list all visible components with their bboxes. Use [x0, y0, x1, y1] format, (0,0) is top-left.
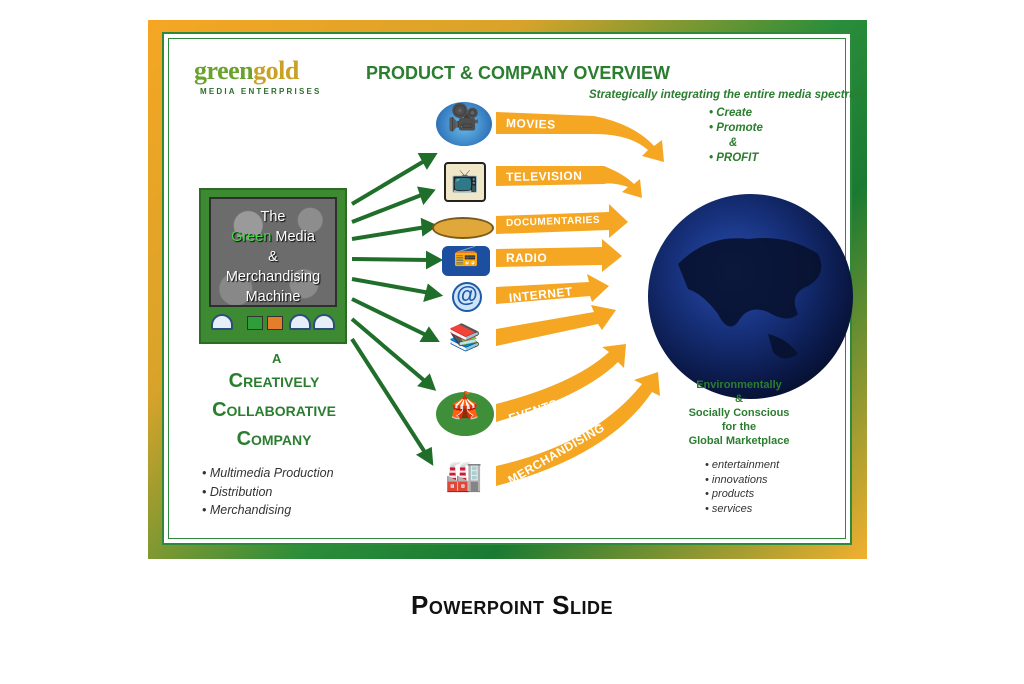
- connector-arrow: [351, 192, 425, 224]
- connector-arrow: [350, 337, 428, 456]
- goal-item: • PROFIT: [709, 152, 759, 164]
- media-flow-diagram: [350, 112, 664, 486]
- orange-arrow: [496, 239, 622, 272]
- machine-text-green: Green: [231, 229, 272, 245]
- logo-subtitle: MEDIA ENTERPRISES: [200, 87, 322, 96]
- arrowhead: [419, 326, 440, 342]
- environment-statement: Environmentally & Socially Conscious for…: [674, 378, 804, 448]
- lizard-icon: [432, 217, 494, 239]
- factory-icon: 🏭: [445, 460, 483, 493]
- logo-word-green: green: [194, 56, 254, 85]
- environment-line: &: [735, 393, 743, 405]
- machine-screen: The Green Media & Merchandising Machine: [209, 197, 337, 307]
- books-icon: 📚: [448, 322, 482, 352]
- at-sign-icon: @: [452, 282, 482, 312]
- goals-list: • Create • Promote & • PROFIT: [709, 106, 763, 166]
- slide-content: greengold MEDIA ENTERPRISES PRODUCT & CO…: [162, 32, 866, 545]
- right-services-list: • entertainment • innovations • products…: [705, 458, 779, 516]
- tent-icon: 🎪: [436, 392, 494, 436]
- connector-arrow: [350, 158, 428, 206]
- orange-arrow: [496, 372, 660, 486]
- arrowhead: [426, 250, 444, 270]
- arrowhead: [417, 153, 438, 170]
- gauge-icon: [289, 314, 311, 330]
- orange-arrow: [496, 166, 642, 198]
- slide-title: PRODUCT & COMPANY OVERVIEW: [366, 63, 671, 83]
- goal-item: • Promote: [709, 122, 763, 134]
- connector-arrows: [350, 153, 444, 466]
- orange-arrow: [496, 204, 628, 238]
- machine-text: Merchandising: [225, 269, 321, 285]
- company-line: Creatively: [228, 370, 320, 392]
- gauge-icon: [211, 314, 233, 330]
- television-icon: 📺: [444, 162, 486, 202]
- environment-line: Socially Conscious: [688, 407, 790, 419]
- image-caption: Powerpoint Slide: [411, 590, 613, 620]
- service-item: • entertainment: [705, 459, 780, 471]
- radio-icon: 📻: [442, 246, 490, 276]
- globe-icon: [648, 194, 853, 399]
- connector-arrow: [351, 277, 431, 295]
- machine-text: Media: [271, 229, 315, 245]
- company-line: Collaborative: [212, 399, 336, 421]
- orange-arrow: [496, 274, 609, 304]
- environment-line: Global Marketplace: [688, 435, 790, 447]
- service-item: • innovations: [705, 473, 768, 486]
- movie-camera-icon: 🎥: [436, 102, 492, 146]
- service-item: • services: [705, 502, 753, 515]
- media-label: RADIO: [506, 251, 548, 265]
- service-item: • Distribution: [202, 484, 273, 499]
- goal-item: • Create: [709, 107, 753, 119]
- company-logo: greengold: [194, 56, 299, 86]
- machine-text: The: [260, 209, 286, 225]
- gauge-icon: [313, 314, 335, 330]
- orange-arrows: [496, 112, 664, 486]
- environment-line: for the: [721, 421, 757, 433]
- arrowhead: [420, 217, 439, 237]
- media-label: TELEVISION: [505, 168, 583, 184]
- goal-item: &: [729, 137, 738, 149]
- orange-arrow: [496, 112, 664, 162]
- service-item: • products: [705, 488, 755, 500]
- arrowhead: [415, 446, 434, 466]
- left-services-list: • Multimedia Production • Distribution •…: [202, 464, 334, 520]
- machine-gauges: [209, 314, 337, 334]
- service-item: • Multimedia Production: [202, 466, 334, 480]
- indicator-light-icon: [247, 316, 263, 330]
- company-line: Company: [236, 428, 312, 450]
- media-label: MOVIES: [505, 116, 556, 132]
- machine-text: &: [268, 249, 278, 265]
- slide-frame: greengold MEDIA ENTERPRISES PRODUCT & CO…: [148, 20, 867, 559]
- company-article: A: [272, 351, 282, 366]
- connector-arrow: [350, 317, 428, 384]
- media-machine-illustration: The Green Media & Merchandising Machine: [199, 188, 347, 344]
- connector-arrow: [351, 257, 431, 262]
- environment-line: Environmentally: [696, 379, 782, 391]
- arrowhead: [417, 373, 437, 391]
- machine-text: Machine: [245, 289, 301, 305]
- service-item: • Merchandising: [202, 503, 292, 517]
- arrowhead: [417, 186, 436, 206]
- logo-word-gold: gold: [253, 56, 299, 85]
- tagline: Strategically integrating the entire med…: [589, 89, 867, 101]
- connector-arrow: [351, 297, 429, 338]
- orange-arrow: [496, 344, 626, 422]
- indicator-light-icon: [267, 316, 283, 330]
- connector-arrow: [351, 225, 427, 241]
- orange-arrow: [496, 305, 616, 346]
- arrowhead: [423, 283, 444, 302]
